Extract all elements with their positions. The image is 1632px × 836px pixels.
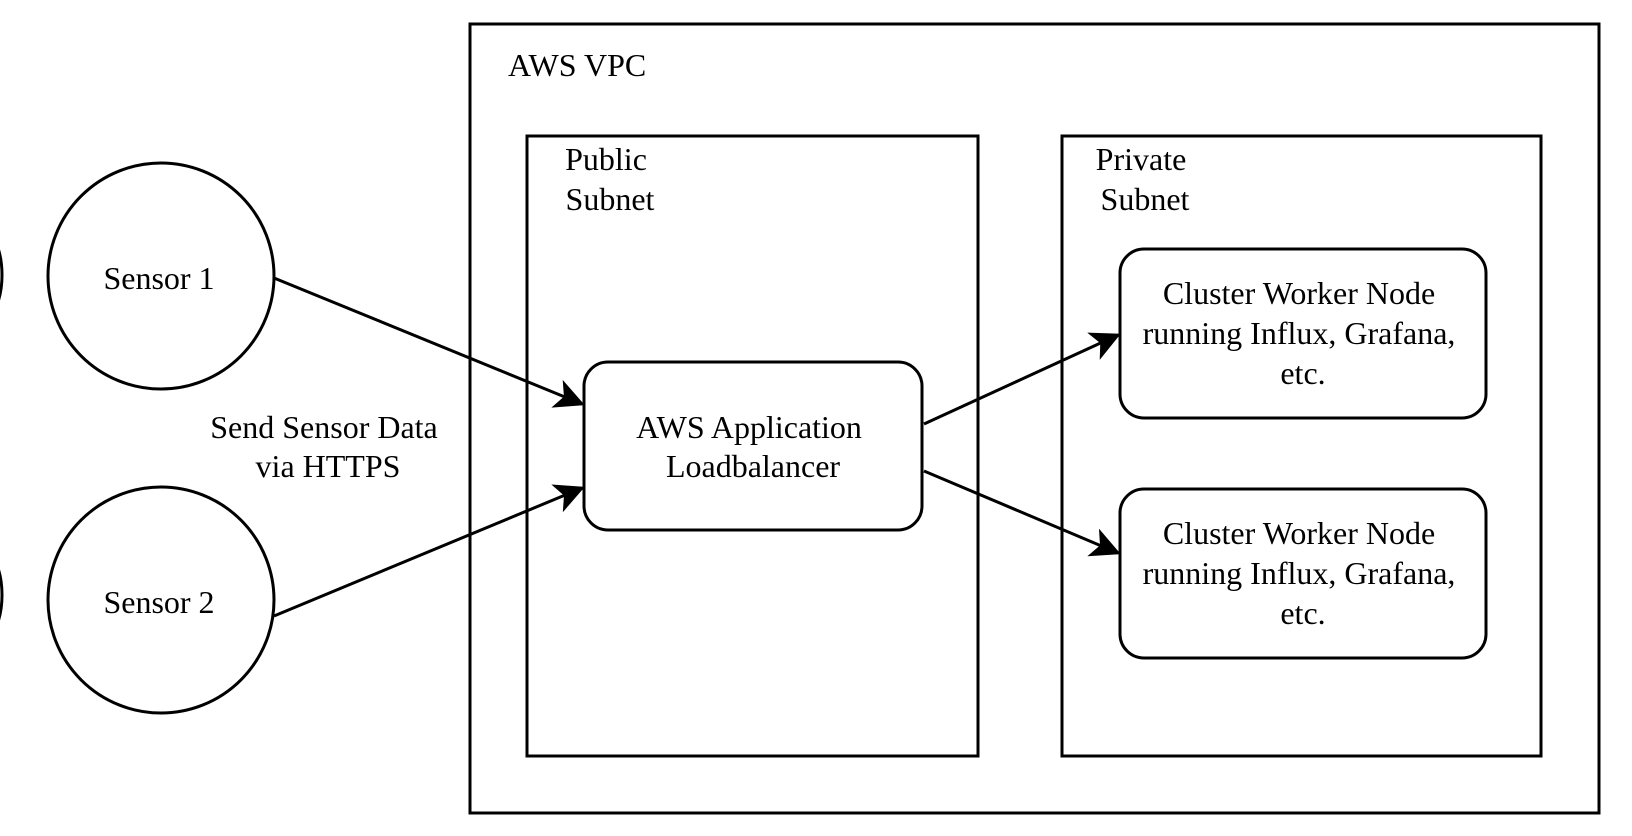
worker-node-1-label-line-1: Cluster Worker Node <box>1163 275 1435 311</box>
public-subnet-label-line-1: Public <box>565 141 647 177</box>
offscreen-node-partial-1 <box>0 249 4 301</box>
edge-label-send-sensor-data: Send Sensor Data via HTTPS <box>210 409 446 484</box>
private-subnet-container <box>1060 134 1543 758</box>
worker-node-1-label-line-2: running Influx, Grafana, <box>1143 315 1456 351</box>
private-subnet-label-line-2: Subnet <box>1101 181 1190 217</box>
worker-node-2-label-line-1: Cluster Worker Node <box>1163 515 1435 551</box>
edge-label-line-2: via HTTPS <box>256 448 401 484</box>
load-balancer-label-line-1: AWS Application <box>636 409 862 445</box>
worker-node-2-label-line-3: etc. <box>1280 595 1325 631</box>
sensor-2-shape <box>46 485 276 715</box>
load-balancer-node: AWS Application Loadbalancer <box>582 360 924 532</box>
load-balancer-shape <box>582 360 924 532</box>
worker-node-2-shape <box>1118 487 1488 660</box>
private-subnet-label-line-1: Private <box>1096 141 1187 177</box>
vpc-label: AWS VPC <box>508 47 646 83</box>
edge-load-balancer-to-worker-2 <box>923 469 1121 557</box>
public-subnet-label: Public Subnet <box>565 141 655 217</box>
sensor-2-label: Sensor 2 <box>103 584 214 620</box>
sensor-node-2: Sensor 2 <box>46 485 276 715</box>
worker-node-1-label-line-3: etc. <box>1280 355 1325 391</box>
edge-sensor-2-to-load-balancer <box>273 484 585 618</box>
sensor-1-label: Sensor 1 <box>103 260 214 296</box>
worker-node-2-label-line-2: running Influx, Grafana, <box>1143 555 1456 591</box>
public-subnet-label-line-2: Subnet <box>566 181 655 217</box>
worker-node-1-label: Cluster Worker Node running Influx, Graf… <box>1143 275 1464 391</box>
sensor-1-shape <box>46 161 276 391</box>
public-subnet-container <box>525 134 980 758</box>
offscreen-node-partial-2 <box>0 569 4 621</box>
load-balancer-label: AWS Application Loadbalancer <box>636 409 870 484</box>
worker-node-1: Cluster Worker Node running Influx, Graf… <box>1118 247 1488 420</box>
load-balancer-label-line-2: Loadbalancer <box>666 448 840 484</box>
worker-node-2: Cluster Worker Node running Influx, Graf… <box>1118 487 1488 660</box>
edge-label-line-1: Send Sensor Data <box>210 409 438 445</box>
edge-load-balancer-to-worker-1 <box>923 332 1121 426</box>
private-subnet-label: Private Subnet <box>1096 141 1195 217</box>
vpc-container <box>468 22 1601 815</box>
sensor-node-1: Sensor 1 <box>46 161 276 391</box>
worker-node-2-label: Cluster Worker Node running Influx, Graf… <box>1143 515 1464 631</box>
edge-sensor-1-to-load-balancer <box>273 276 585 408</box>
